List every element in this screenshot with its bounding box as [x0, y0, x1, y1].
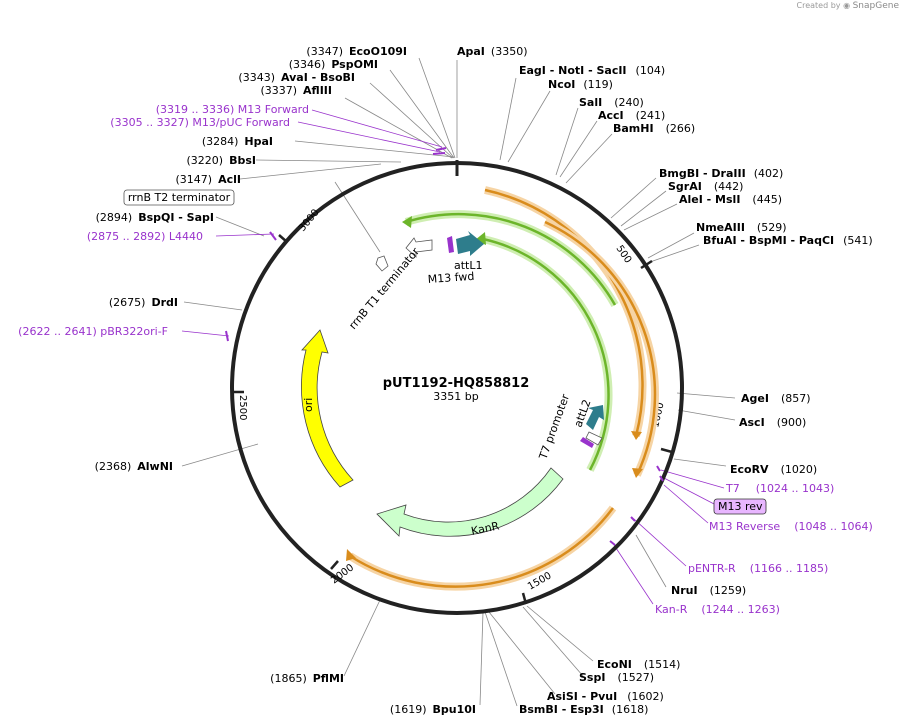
green-arrowhead-1 [402, 216, 412, 228]
site-avai: (3343)AvaI - BsoBI [238, 71, 355, 84]
site-nmeaiii: NmeAIII(529) [696, 221, 787, 234]
primer-l4440: (2875 .. 2892) L4440 [87, 230, 203, 243]
rrnb-t2-arrow [375, 255, 389, 272]
site-bmgbi: BmgBI - DraIII(402) [659, 167, 783, 180]
orange-arrowhead-1 [631, 431, 642, 440]
site-nrui: NruI(1259) [671, 584, 746, 597]
site-sali: SalI(240) [579, 96, 644, 109]
primer-t7: T7(1024 .. 1043) [725, 482, 834, 495]
site-bamhi: BamHI(266) [613, 122, 695, 135]
site-bpu10i: (1619)Bpu10I [390, 703, 476, 716]
primer-m13-rev: M13 rev [718, 500, 763, 513]
site-agei: AgeI(857) [741, 392, 811, 405]
rrnb-t2-label-box [123, 189, 235, 206]
primer-m13-puc-forward: (3305 .. 3327) M13/pUC Forward [110, 116, 290, 129]
ori-arrow [301, 329, 354, 488]
site-apai: ApaI(3350) [457, 45, 527, 58]
primer-pentr-r: pENTR-R(1166 .. 1185) [688, 562, 828, 575]
green-arrowhead-2 [475, 232, 486, 245]
primer-leader-lines [181, 109, 725, 605]
plasmid-name: pUT1192-HQ858812 [383, 376, 530, 391]
site-alwni: (2368)AlwNI [95, 460, 173, 473]
site-alei: AleI - MslI(445) [679, 193, 782, 206]
tick-marks [233, 234, 673, 605]
site-sspi: SspI(1527) [579, 671, 654, 684]
primer-markers [225, 147, 664, 546]
site-acli: (3147)AclI [176, 173, 241, 186]
ori-label: ori [302, 398, 315, 412]
site-pflmi: (1865)PflMI [270, 672, 344, 685]
m13fwd-label: M13 fwd [427, 270, 474, 286]
rrnb-t2-label: rrnB T2 terminator [128, 191, 231, 204]
t7-promoter-label: T7 promoter [536, 392, 572, 462]
green-features [402, 210, 619, 472]
site-eagi: EagI - NotI - SacII(104) [519, 64, 665, 77]
orange-features [346, 186, 659, 591]
site-asci: AscI(900) [739, 416, 806, 429]
site-bspqi: (2894)BspQI - SapI [96, 211, 214, 224]
site-ecoo109i: (3347)EcoO109I [306, 45, 407, 58]
rrnb-t1-arrow [405, 237, 433, 258]
site-drdi: (2675)DrdI [109, 296, 178, 309]
primer-m13-reverse: M13 Reverse(1048 .. 1064) [709, 520, 873, 533]
orange-arrowhead-3 [346, 549, 356, 561]
site-pspomi: (3346)PspOMI [289, 58, 378, 71]
site-bsmbi: BsmBI - Esp3I(1618) [519, 703, 648, 716]
site-acci: AccI(241) [598, 109, 665, 122]
site-hpai: (3284)HpaI [202, 135, 273, 148]
site-bfuai: BfuAI - BspMI - PaqCI(541) [703, 234, 873, 247]
attl1-primer-mark [447, 236, 454, 253]
site-econi: EcoNI(1514) [597, 658, 680, 671]
tick-label-3000: 3000 [297, 207, 322, 234]
site-afliii: (3337)AflIII [260, 84, 332, 97]
attl1-label: attL1 [454, 259, 483, 272]
snapgene-logo-icon: ◉ [843, 1, 851, 10]
site-ecorv: EcoRV(1020) [730, 463, 817, 476]
attl2-arrow [586, 405, 604, 430]
credit-prefix: Created by [796, 1, 841, 10]
tick-label-2500: 2500 [237, 395, 248, 420]
snapgene-credit: Created by ◉ SnapGene [797, 1, 900, 11]
m13-rev-label-box [713, 498, 767, 515]
credit-brand: SnapGene [852, 1, 899, 11]
kanr-label: KanR [470, 519, 501, 538]
site-sgrai: SgrAI(442) [668, 180, 743, 193]
orange-arrowhead-2 [632, 468, 643, 478]
attl1-arrow [456, 231, 484, 256]
site-ncoi: NcoI(119) [548, 78, 613, 91]
plasmid-length: 3351 bp [433, 390, 478, 403]
kanr-arrow [376, 467, 564, 537]
site-bbsi: (3220)BbsI [187, 154, 256, 167]
site-asisi: AsiSI - PvuI(1602) [547, 690, 664, 703]
site-leader-lines [181, 57, 736, 707]
attl2-primer-mark [580, 437, 594, 448]
primer-kan-r: Kan-R(1244 .. 1263) [655, 603, 780, 616]
t7-promoter-arrow [585, 431, 603, 446]
primer-m13-forward: (3319 .. 3336) M13 Forward [156, 103, 309, 116]
primer-pbr322ori-f: (2622 .. 2641) pBR322ori-F [18, 325, 168, 338]
